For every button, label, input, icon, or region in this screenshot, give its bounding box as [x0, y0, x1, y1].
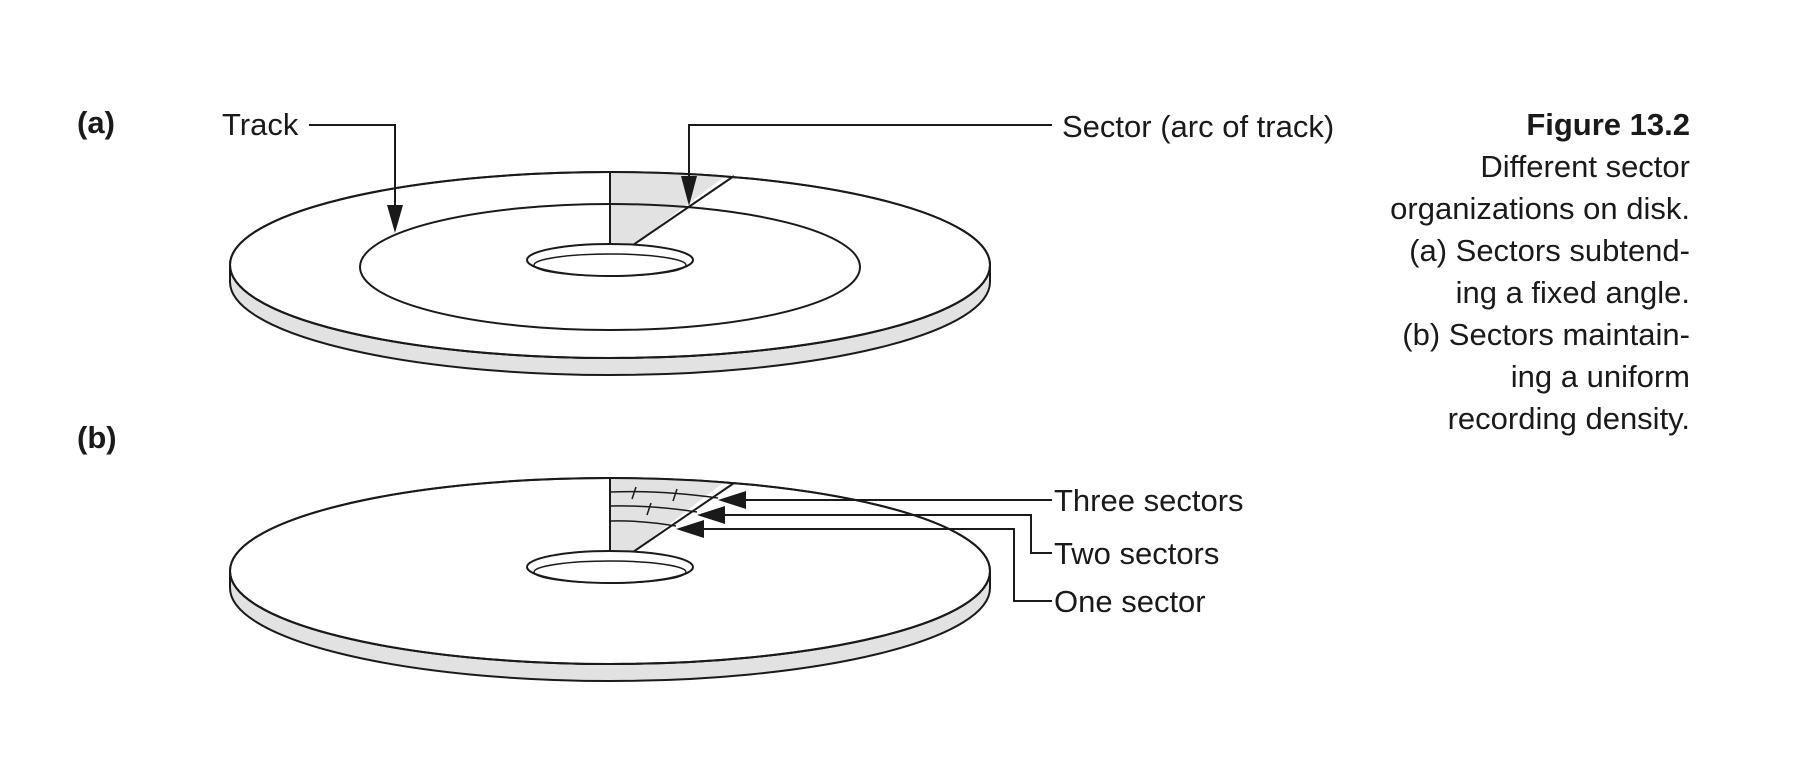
disk-b-spindle-hole [526, 550, 694, 584]
three-sectors-arrowhead [718, 491, 746, 509]
caption-line: ing a uniform [1510, 359, 1690, 394]
caption-line: Different sector [1480, 149, 1690, 184]
caption-line: (b) Sectors maintain- [1402, 317, 1690, 352]
sector-b-track-inner [609, 520, 677, 527]
one-sector-leader-line [699, 528, 1052, 602]
caption-line: recording density. [1447, 401, 1690, 436]
caption-line: ing a fixed angle. [1455, 275, 1690, 310]
panel-a: (a) Track Sector (arc of track) [77, 105, 1334, 376]
track-arrowhead [387, 205, 403, 233]
two-sectors-arrowhead [697, 506, 725, 524]
sector-tick [672, 488, 678, 502]
figure-caption: Figure 13.2 Different sector organizatio… [1330, 104, 1690, 440]
two-sectors-label: Two sectors [1054, 536, 1219, 571]
panel-b-label: (b) [77, 420, 117, 455]
sector-a-edge-right [632, 175, 735, 246]
caption-line: organizations on disk. [1390, 191, 1690, 226]
three-sectors-label: Three sectors [1054, 483, 1244, 518]
one-sector-label: One sector [1054, 584, 1206, 619]
caption-line: (a) Sectors subtend- [1409, 233, 1690, 268]
one-sector-arrowhead [676, 520, 704, 538]
disk-b [229, 477, 991, 682]
figure-number: Figure 13.2 [1526, 107, 1690, 142]
sector-a-wedge [610, 172, 740, 252]
sector-b-edge-right [632, 482, 735, 553]
track-leader-line [309, 124, 396, 207]
sector-b-track-middle [609, 505, 698, 513]
disk-a-spindle-hole [526, 243, 694, 277]
track-ring [359, 203, 861, 331]
panel-a-label: (a) [77, 105, 115, 140]
track-label: Track [222, 107, 299, 142]
sector-label: Sector (arc of track) [1062, 109, 1334, 144]
disk-a [229, 171, 991, 376]
panel-b: (b) Three sectors Two sectors [77, 420, 1244, 682]
sector-tick [646, 502, 652, 516]
sector-arrowhead [681, 176, 697, 206]
two-sectors-leader-line [720, 514, 1052, 554]
sector-leader-line [688, 124, 1052, 178]
sector-tick [631, 486, 637, 500]
sector-b-track-outer [609, 490, 719, 499]
